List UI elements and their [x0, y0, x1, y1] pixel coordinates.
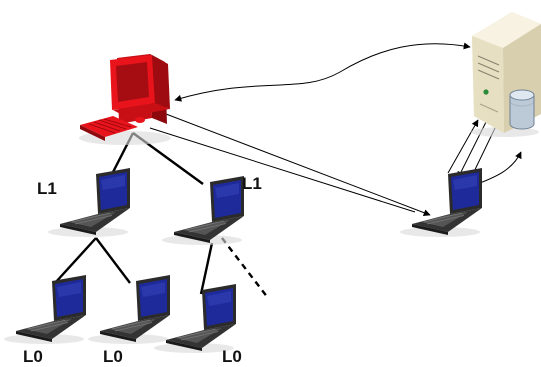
edge-l1-left-l0-a — [54, 237, 97, 284]
laptop-l1-right — [161, 175, 245, 246]
edge-l1-right-l0-c — [199, 242, 214, 295]
link-laptop-server-up — [447, 119, 479, 174]
laptop-icon — [87, 274, 171, 345]
laptop-l1-left — [47, 167, 131, 238]
laptop-l0-a — [3, 274, 87, 345]
edge-l1-right-dashed — [221, 237, 269, 299]
laptop-icon — [3, 274, 87, 345]
laptop-icon — [161, 175, 245, 246]
laptop-icon — [47, 167, 131, 238]
link-root-laptop — [165, 113, 431, 217]
label-l1-right: L1 — [242, 174, 262, 193]
label-l0-a: L0 — [23, 347, 43, 366]
label-l0-b: L0 — [103, 347, 123, 366]
label-l0-c: L0 — [222, 347, 242, 366]
link-root-server — [174, 42, 471, 102]
edge-l1-left-l0-b — [95, 237, 131, 284]
laptop-l0-b — [87, 274, 171, 345]
database-icon — [509, 89, 535, 130]
desktop-computer-icon — [79, 54, 171, 145]
link-root-laptop-lower — [149, 127, 416, 213]
laptop-server-client — [399, 167, 483, 238]
label-l1-left: L1 — [37, 179, 57, 198]
laptop-icon — [399, 167, 483, 238]
